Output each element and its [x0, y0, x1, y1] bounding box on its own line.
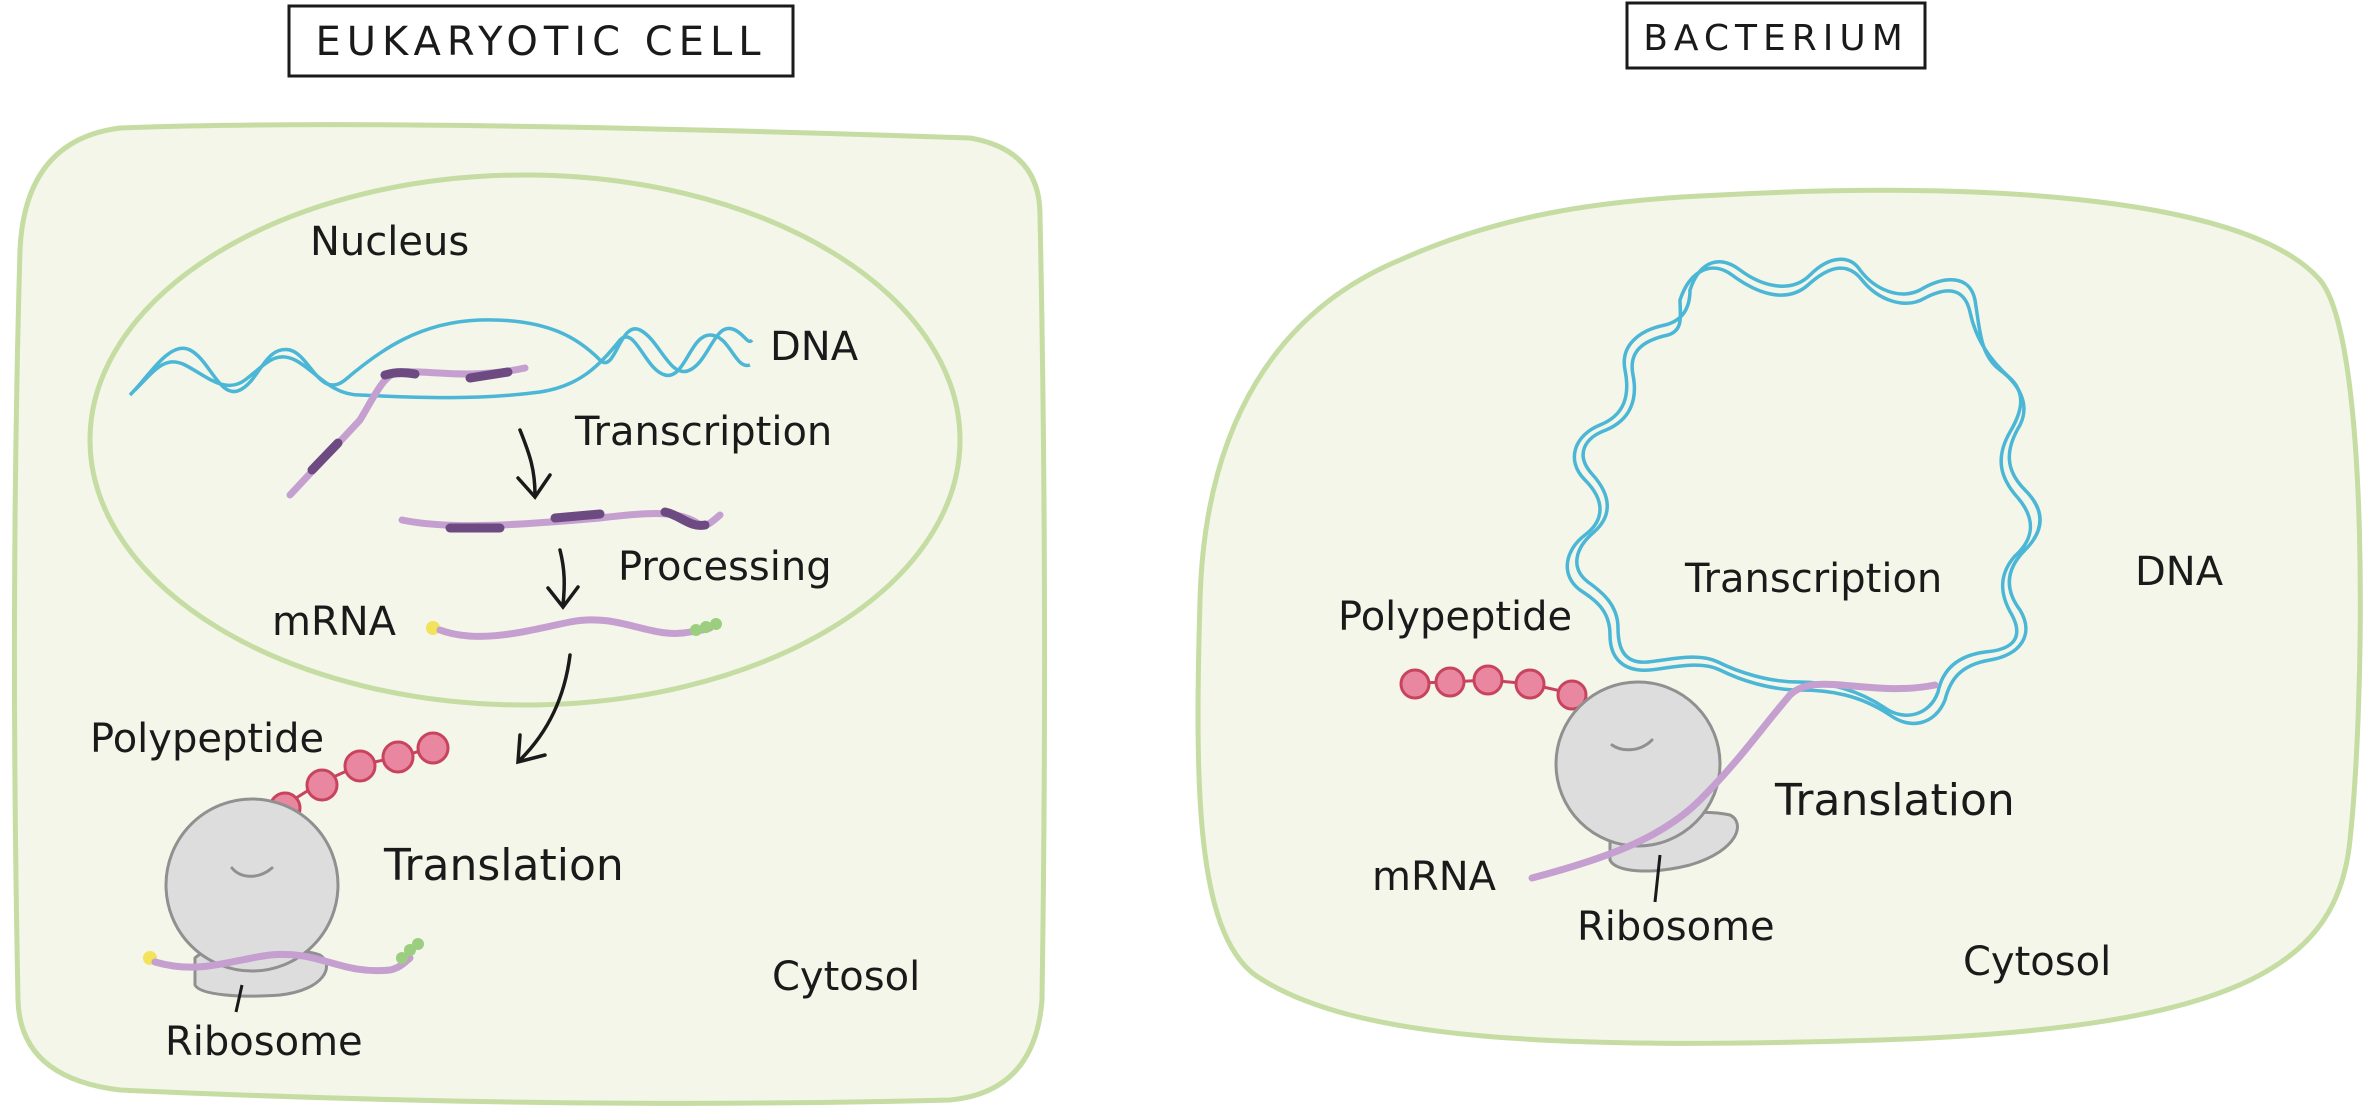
processing-arrow: [546, 548, 580, 610]
nascent-rna-exon-1: [307, 438, 343, 475]
eukaryote-mrna-label: mRNA: [272, 599, 397, 645]
eukaryote-polypeptide-label: Polypeptide: [90, 716, 324, 762]
eukaryote-ribosome-pointer: [234, 984, 244, 1013]
eukaryote-translation-label: Translation: [383, 840, 624, 891]
eukaryote-title: EUKARYOTIC CELL: [315, 19, 766, 65]
bacterium-panel: BACTERIUM Transcription DNA Polypeptide: [1195, 1, 2363, 1046]
eukaryote-mrna-cap: [426, 621, 440, 635]
eukaryote-transcription-label: Transcription: [574, 409, 832, 455]
bacterial-cell-membrane: [1195, 187, 2363, 1046]
bacterium-translation-label: Translation: [1774, 775, 2015, 826]
eukaryote-dna-label: DNA: [770, 324, 859, 370]
bacterium-mrna-label: mRNA: [1372, 854, 1497, 900]
pre-mrna-exon-3: [660, 507, 710, 530]
bacterium-title-box: [1625, 1, 1927, 70]
bacterium-transcription-label: Transcription: [1684, 556, 1942, 602]
eukaryote-ribosome-mrna: [151, 950, 414, 975]
eukaryote-ribosome: [164, 797, 340, 998]
eukaryote-dna: [128, 318, 754, 400]
processing-label: Processing: [618, 544, 832, 590]
eukaryote-polya-tail: [690, 618, 722, 636]
bacterium-dna-label: DNA: [2135, 549, 2224, 595]
export-arrow: [516, 653, 572, 765]
bacterium-ribosome-pointer: [1653, 854, 1662, 903]
nascent-rna-exon-2: [380, 368, 420, 380]
eukaryote-ribosome-label: Ribosome: [165, 1019, 363, 1065]
nucleus-label: Nucleus: [310, 219, 469, 265]
eukaryotic-cell-panel: EUKARYOTIC CELL Nucleus DNA Transcriptio…: [11, 4, 1048, 1106]
bacterium-cytosol-label: Cytosol: [1963, 939, 2111, 985]
bacterium-polypeptide-label: Polypeptide: [1338, 594, 1572, 640]
bacterium-ribosome-label: Ribosome: [1577, 904, 1775, 950]
eukaryote-cytosol-label: Cytosol: [772, 954, 920, 1000]
bacterium-dna: [1565, 257, 2042, 726]
eukaryote-ribosome-polya-tail: [396, 938, 424, 964]
eukaryote-title-box: [287, 4, 795, 78]
nascent-rna-exon-3: [465, 367, 513, 383]
bacterium-title: BACTERIUM: [1643, 18, 1909, 59]
bacterium-mrna: [1528, 680, 1939, 882]
pre-mrna-exon-2: [550, 509, 605, 523]
transcription-arrow: [516, 428, 552, 500]
bacterium-ribosome: [1554, 680, 1739, 873]
